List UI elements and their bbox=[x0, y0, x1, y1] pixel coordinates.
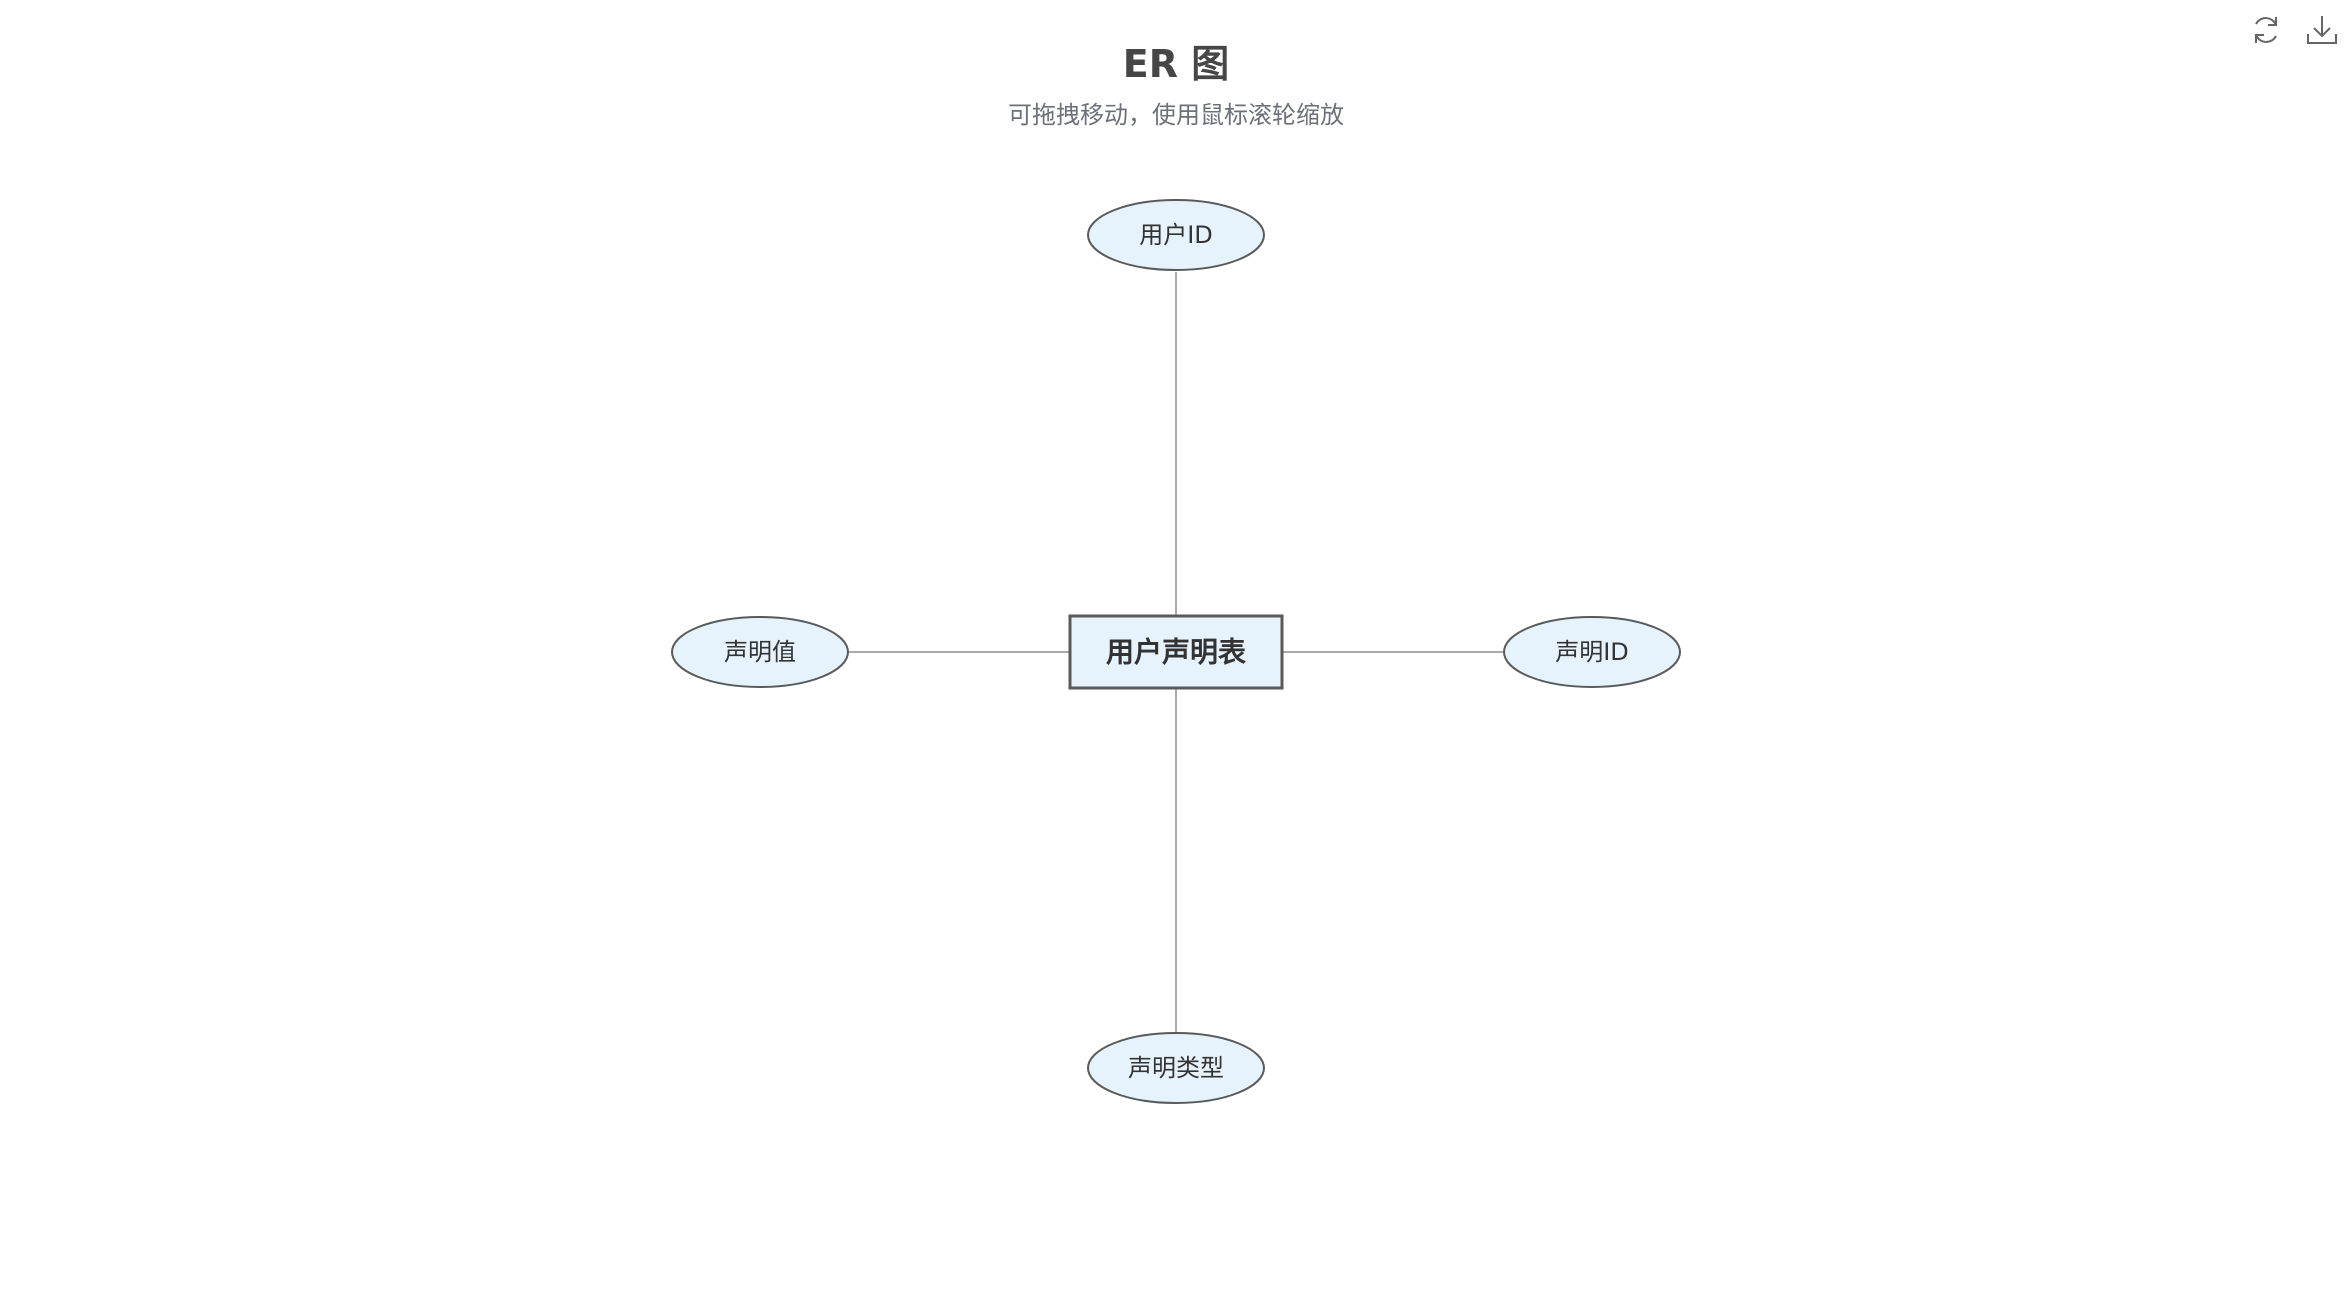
chart-toolbox bbox=[2246, 10, 2342, 50]
attribute-label-claim-id: 声明ID bbox=[1555, 638, 1629, 666]
page-title: ER 图 bbox=[1122, 42, 1230, 86]
save-image-button[interactable] bbox=[2302, 10, 2342, 50]
entity-node[interactable]: 用户声明表 bbox=[1068, 614, 1284, 690]
attribute-label-claim-value: 声明值 bbox=[724, 638, 796, 666]
attribute-node-claim-type[interactable]: 声明类型 bbox=[1087, 1032, 1265, 1104]
restore-button[interactable] bbox=[2246, 10, 2286, 50]
attribute-node-claim-id[interactable]: 声明ID bbox=[1503, 616, 1681, 688]
refresh-icon bbox=[2255, 17, 2277, 43]
page-subtitle: 可拖拽移动，使用鼠标滚轮缩放 bbox=[1008, 101, 1344, 129]
attribute-node-user-id[interactable]: 用户ID bbox=[1087, 199, 1265, 271]
attribute-label-claim-type: 声明类型 bbox=[1128, 1054, 1224, 1082]
attribute-node-claim-value[interactable]: 声明值 bbox=[671, 616, 849, 688]
entity-label: 用户声明表 bbox=[1106, 636, 1246, 669]
attribute-label-user-id: 用户ID bbox=[1139, 221, 1213, 249]
download-icon bbox=[2307, 16, 2337, 44]
